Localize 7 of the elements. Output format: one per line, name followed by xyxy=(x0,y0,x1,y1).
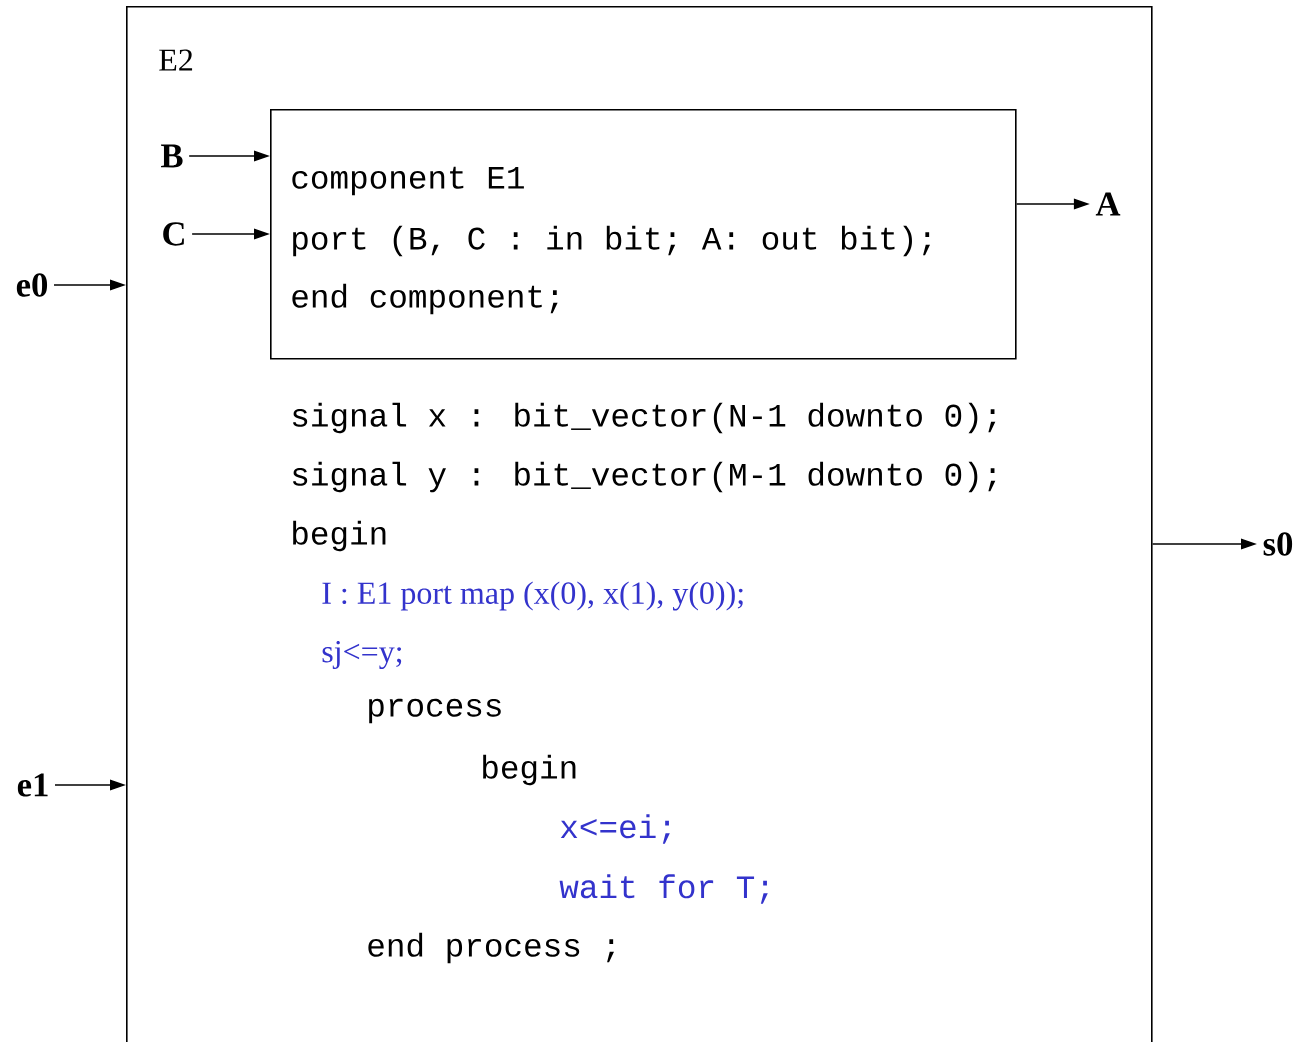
component-box: component E1 port (B, C : in bit; A: out bit); end component; xyxy=(270,109,1017,360)
port-label: B xyxy=(161,144,183,168)
port-label: C xyxy=(163,222,184,246)
port-label: e0 xyxy=(16,273,48,297)
port-label: A xyxy=(1095,192,1121,216)
port-label: s0 xyxy=(1263,532,1293,556)
port-label: e1 xyxy=(17,773,48,797)
